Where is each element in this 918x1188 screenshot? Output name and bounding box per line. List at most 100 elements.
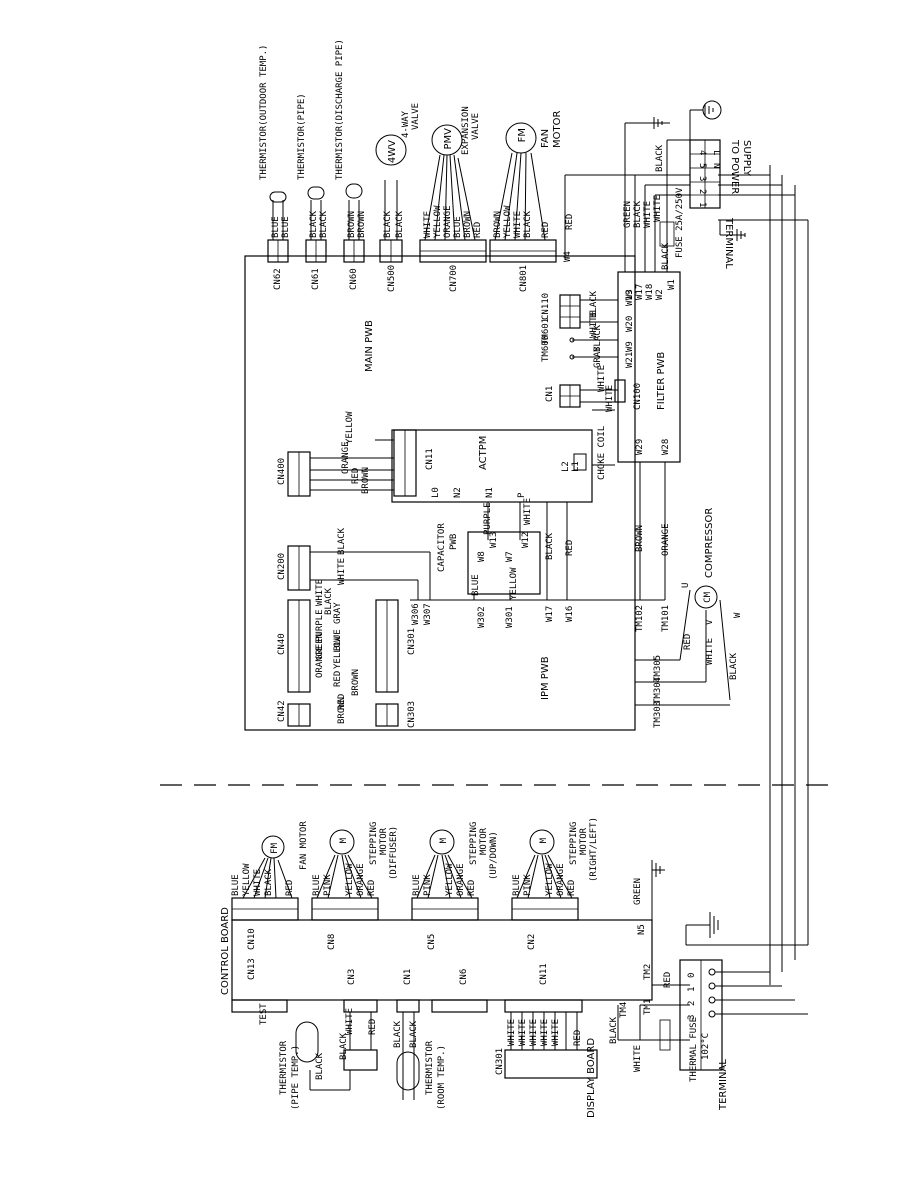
- cn1-wire-white-1: WHITE: [597, 365, 607, 392]
- cn10-wire-labels: BLUE YELLOW WHITE BLACK RED: [231, 863, 295, 896]
- cn40-wire-7: YELLOW: [333, 636, 343, 669]
- cn700-wire-4: BLUE: [453, 216, 463, 238]
- pmv-label-1: EXPANSION: [461, 106, 471, 155]
- stepping-motor-rightleft-icon: [529, 829, 555, 855]
- cn5-wire-4: ORANGE: [456, 863, 466, 896]
- cn61-wire-1: BLACK: [309, 210, 319, 238]
- outdoor-fm-label-1: FAN: [540, 129, 551, 148]
- point-w9: W9: [625, 341, 635, 352]
- cn5-wire-labels: BLUE PINK YELLOW ORANGE RED: [412, 863, 477, 896]
- cn40-label: CN40: [277, 633, 287, 655]
- cn500-wire-2: BLACK: [395, 210, 405, 238]
- cn13-connector: [231, 999, 288, 1013]
- cn10-wire-5: RED: [285, 880, 295, 896]
- thermistor-room-icon: [396, 1051, 420, 1091]
- cn2-wire-5: RED: [567, 880, 577, 896]
- filter-wire-black-3: BLACK: [655, 144, 665, 172]
- cn40-wire-10: BROWN: [351, 669, 361, 696]
- cn200-wire-white: WHITE: [337, 558, 347, 585]
- point-l1: L1: [571, 461, 581, 472]
- therm-discharge-label: THERMISTOR(DISCHARGE PIPE): [335, 39, 345, 180]
- cn8-label: CN8: [327, 934, 337, 950]
- capacitor-pwb-label-1: CAPACITOR: [437, 523, 447, 572]
- cn11-wire-1: WHITE: [507, 1019, 517, 1046]
- cn5-wire-2: PINK: [423, 874, 433, 896]
- choke-coil-label: CHOKE COIL: [597, 426, 607, 480]
- indoor-fm-symbol: FM: [270, 842, 280, 853]
- point-w29: W29: [635, 439, 645, 455]
- cn11-indoor-label: CN11: [539, 963, 549, 985]
- cn40-wire-1: WHITE: [315, 579, 325, 606]
- cn40-wire-labels: WHITE BLACK GRAY PURPLE BLUE GREEN YELLO…: [315, 579, 361, 696]
- stepping-motor-updown-icon: [429, 829, 455, 855]
- cn40-connector: [287, 599, 399, 693]
- point-tm4: TM4: [619, 1002, 629, 1018]
- point-tm600: TM600: [541, 335, 551, 362]
- cn40-wire-5: BLUE: [333, 629, 343, 651]
- cn110-wire-black: BLACK: [589, 290, 599, 318]
- cn6-label: CN6: [459, 969, 469, 985]
- ipm-wire-brown: BROWN: [635, 525, 645, 552]
- point-n2: N2: [453, 487, 463, 498]
- cn61-label: CN61: [311, 268, 321, 290]
- outdoor-terminal-label: TERMINAL: [723, 217, 734, 269]
- point-l2: L2: [561, 461, 571, 472]
- cn11-wire-3: WHITE: [529, 1019, 539, 1046]
- filter-pwb-label: FILTER PWB: [656, 352, 667, 410]
- indoor-tm-wire-black: BLACK: [609, 1016, 619, 1044]
- display-board: [504, 1049, 598, 1079]
- therm-pipe-label: THERMISTOR(PIPE): [297, 93, 307, 180]
- cn700-wire-3: ORANGE: [443, 205, 453, 238]
- cn301-indoor-label: CN301: [495, 1048, 505, 1075]
- test-label: TEST: [259, 1003, 269, 1025]
- point-tm102: TM102: [635, 605, 645, 632]
- point-tm304: TM304: [653, 677, 663, 704]
- fuse-label: FUSE 25A/250V: [675, 187, 685, 258]
- 4wv-label-2: VALVE: [411, 103, 421, 130]
- cn62-wire-2: BLUE: [281, 216, 291, 238]
- compressor-symbol: CM: [703, 591, 713, 602]
- point-n5: N5: [637, 924, 647, 935]
- earth-icon: [624, 100, 722, 272]
- cn400-label: CN400: [277, 458, 287, 485]
- cn10-wire-2: YELLOW: [242, 863, 252, 896]
- updown-label-2: MOTOR: [479, 827, 489, 855]
- control-board: [231, 919, 653, 1001]
- cn5-motor-symbol: M: [439, 837, 449, 843]
- cn2-wire-2: PINK: [523, 874, 533, 896]
- cn3-connector: [295, 999, 378, 1091]
- cn1-indoor-connector: [396, 999, 420, 1100]
- cn303-label: CN303: [407, 701, 417, 728]
- cn8-wire-1: BLUE: [312, 874, 322, 896]
- cn110-wire-white: WHITE: [589, 311, 599, 338]
- capacitor-pwb-label-2: PWB: [449, 534, 459, 550]
- filter-wire-black: BLACK: [633, 200, 643, 228]
- cn3-wire-black-1: BLACK: [339, 1032, 349, 1060]
- main-pwb-board: [244, 255, 636, 731]
- cn11-indoor-connector: [504, 999, 598, 1079]
- power-terminal-block: [689, 139, 721, 209]
- stepping-motor-diffuser-icon: [329, 829, 355, 855]
- cn8-wire-labels: BLUE PINK YELLOW ORANGE RED: [312, 863, 377, 896]
- cap-wire-yellow: YELLOW: [509, 567, 519, 600]
- cn10-wire-3: WHITE: [253, 869, 263, 896]
- cn10-wire-1: BLUE: [231, 874, 241, 896]
- point-tm305: TM305: [653, 655, 663, 682]
- filter-wire-green: GREEN: [623, 201, 633, 228]
- cn801-wire-2: YELLOW: [503, 205, 513, 238]
- point-w307: W307: [423, 603, 433, 625]
- tb-pin-N: N: [711, 163, 721, 168]
- therm-outdoor-label: THERMISTOR(OUTDOOR TEMP.): [259, 45, 269, 180]
- cn1-label: CN1: [545, 386, 555, 402]
- cn11-label: CN11: [425, 448, 435, 470]
- comp-u: U: [681, 583, 691, 588]
- filter-pwb-board: [617, 271, 681, 463]
- cn700-wire-6: RED: [473, 222, 483, 238]
- cn40-wire-3: GRAY: [333, 602, 343, 624]
- indoor-terminal-block: [617, 959, 808, 1071]
- indoor-wire-green: GREEN: [633, 878, 643, 905]
- tb-pin-L: L: [711, 150, 721, 155]
- cn5-wire-5: RED: [467, 880, 477, 896]
- cn2-connector: [511, 829, 579, 921]
- cn8-wire-5: RED: [367, 880, 377, 896]
